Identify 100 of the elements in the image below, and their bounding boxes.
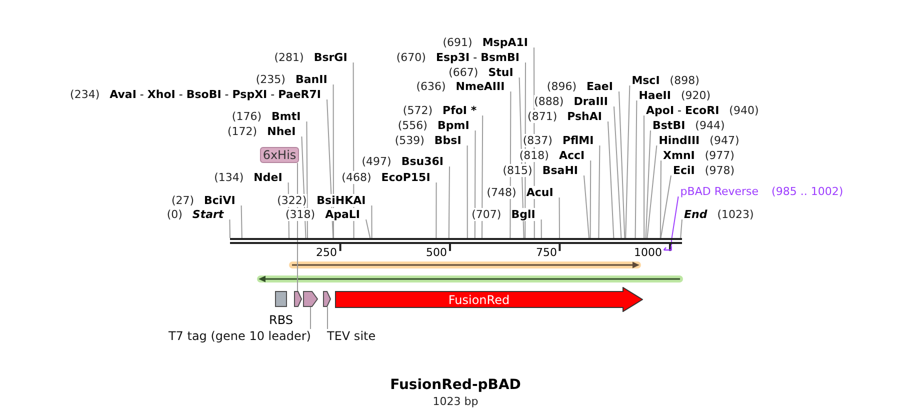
- site-position: (920): [680, 88, 711, 102]
- enzyme-name: BciVI: [204, 194, 236, 206]
- site-position: (172): [228, 124, 258, 138]
- site-position: (896): [546, 80, 576, 92]
- sequence-length: 1023 bp: [432, 395, 478, 408]
- site-position: (176): [232, 110, 262, 122]
- feature-label: 6xHis: [260, 147, 299, 163]
- leader-line: [598, 145, 600, 238]
- leader-line: [474, 130, 476, 238]
- enzyme-name: EciI: [673, 164, 695, 176]
- enzyme-name: AcuI: [526, 186, 554, 198]
- enzyme-name: NmeAIII: [456, 80, 505, 92]
- scale-label: 250: [316, 246, 337, 258]
- enzyme-name: NheI: [267, 124, 296, 138]
- enzyme-name: NdeI: [254, 170, 282, 184]
- site-position: (556): [398, 118, 428, 132]
- site-position: (539): [394, 134, 424, 146]
- site-position: (322): [277, 194, 307, 206]
- leader-line: [614, 106, 622, 238]
- leader-line: [608, 121, 614, 238]
- enzyme-name: BsiHKAI: [316, 194, 366, 206]
- site-position: (837): [522, 134, 552, 146]
- feature-name: RBS: [269, 313, 293, 327]
- enzyme-name: Esp3I - BsmBI: [436, 50, 520, 64]
- enzyme-name: PshAI: [567, 110, 602, 122]
- site-position: (497): [362, 154, 392, 168]
- leader-line: [645, 130, 651, 238]
- site-position: (636): [416, 80, 446, 92]
- site-position: (691): [442, 36, 472, 48]
- site-position: (134): [214, 170, 244, 184]
- feature-name: TEV site: [327, 329, 376, 343]
- leader-line: [660, 175, 672, 238]
- feature-block: [275, 291, 287, 307]
- leader-line: [448, 166, 450, 238]
- site-position: (468): [342, 170, 372, 184]
- leader-line: [625, 85, 630, 238]
- enzyme-name: XmnI: [663, 148, 695, 162]
- leader-line: [680, 219, 682, 238]
- site-position: (871): [528, 110, 558, 122]
- leader-line: [229, 219, 230, 238]
- enzyme-name: DraIII: [574, 94, 608, 108]
- site-position: (707): [472, 208, 502, 220]
- enzyme-name: BpmI: [437, 118, 470, 132]
- sequence-end-label: End: [684, 208, 708, 220]
- site-position: (947): [710, 134, 740, 146]
- enzyme-name: BmtI: [272, 110, 301, 122]
- feature-name: T7 tag (gene 10 leader): [168, 329, 311, 343]
- enzyme-name: MspA1I: [482, 36, 528, 48]
- enzyme-name: BsaHI: [542, 164, 578, 176]
- site-position: (815): [502, 164, 532, 176]
- leader-line: [634, 100, 638, 238]
- site-position: (670): [396, 50, 426, 64]
- scale-label: 500: [426, 246, 447, 258]
- leader-line: [660, 160, 662, 238]
- site-position: (0): [166, 208, 182, 220]
- site-position: (234): [70, 88, 100, 100]
- leader-line: [540, 219, 542, 238]
- feature-name: FusionRed: [448, 292, 510, 308]
- enzyme-name: ApaLI: [325, 208, 360, 220]
- primer-range: (985 .. 1002): [772, 184, 844, 198]
- scale-label: 750: [536, 246, 557, 258]
- enzyme-name: ApoI - EcoRI: [646, 104, 720, 116]
- leader-line: [558, 197, 560, 238]
- site-position: (235): [256, 72, 286, 86]
- enzyme-name: BstBI: [652, 118, 686, 132]
- scale-label: 1000: [634, 246, 662, 258]
- site-position: (281): [274, 50, 304, 64]
- leader-line: [366, 219, 371, 238]
- enzyme-name: MscI: [632, 74, 660, 86]
- site-position: (1023): [717, 208, 754, 220]
- enzyme-name: Bsu36I: [401, 154, 444, 168]
- enzyme-name: PflMI: [562, 134, 594, 146]
- leader-line: [646, 145, 658, 238]
- enzyme-name: HaeII: [638, 88, 671, 102]
- leader-line: [306, 121, 308, 238]
- leader-line: [482, 115, 484, 238]
- leader-line: [618, 91, 626, 238]
- site-position: (667): [448, 66, 478, 78]
- enzyme-name: HindIII: [658, 134, 700, 146]
- enzyme-name: BsrGI: [314, 50, 348, 64]
- leader-line: [371, 205, 372, 238]
- enzyme-name: EaeI: [586, 80, 613, 92]
- leader-line: [590, 160, 592, 238]
- site-position: (318): [285, 208, 316, 220]
- leader-line: [327, 306, 328, 330]
- primer-name: pBAD Reverse: [680, 184, 759, 198]
- site-position: (940): [729, 104, 759, 116]
- leader-line: [644, 115, 645, 238]
- enzyme-name: BglI: [511, 208, 536, 220]
- enzyme-name: AccI: [558, 148, 585, 162]
- site-position: (978): [704, 164, 734, 176]
- enzyme-name: BbsI: [434, 134, 462, 146]
- leader-line: [310, 306, 311, 330]
- leader-line: [240, 205, 242, 238]
- leader-line: [584, 175, 590, 238]
- enzyme-name: EcoP15I: [381, 170, 430, 184]
- site-position: (977): [704, 148, 734, 162]
- site-position: (944): [695, 118, 725, 132]
- site-position: (888): [534, 94, 564, 108]
- enzyme-name: AvaI - XhoI - BsoBI - PspXI - PaeR7I: [110, 88, 321, 100]
